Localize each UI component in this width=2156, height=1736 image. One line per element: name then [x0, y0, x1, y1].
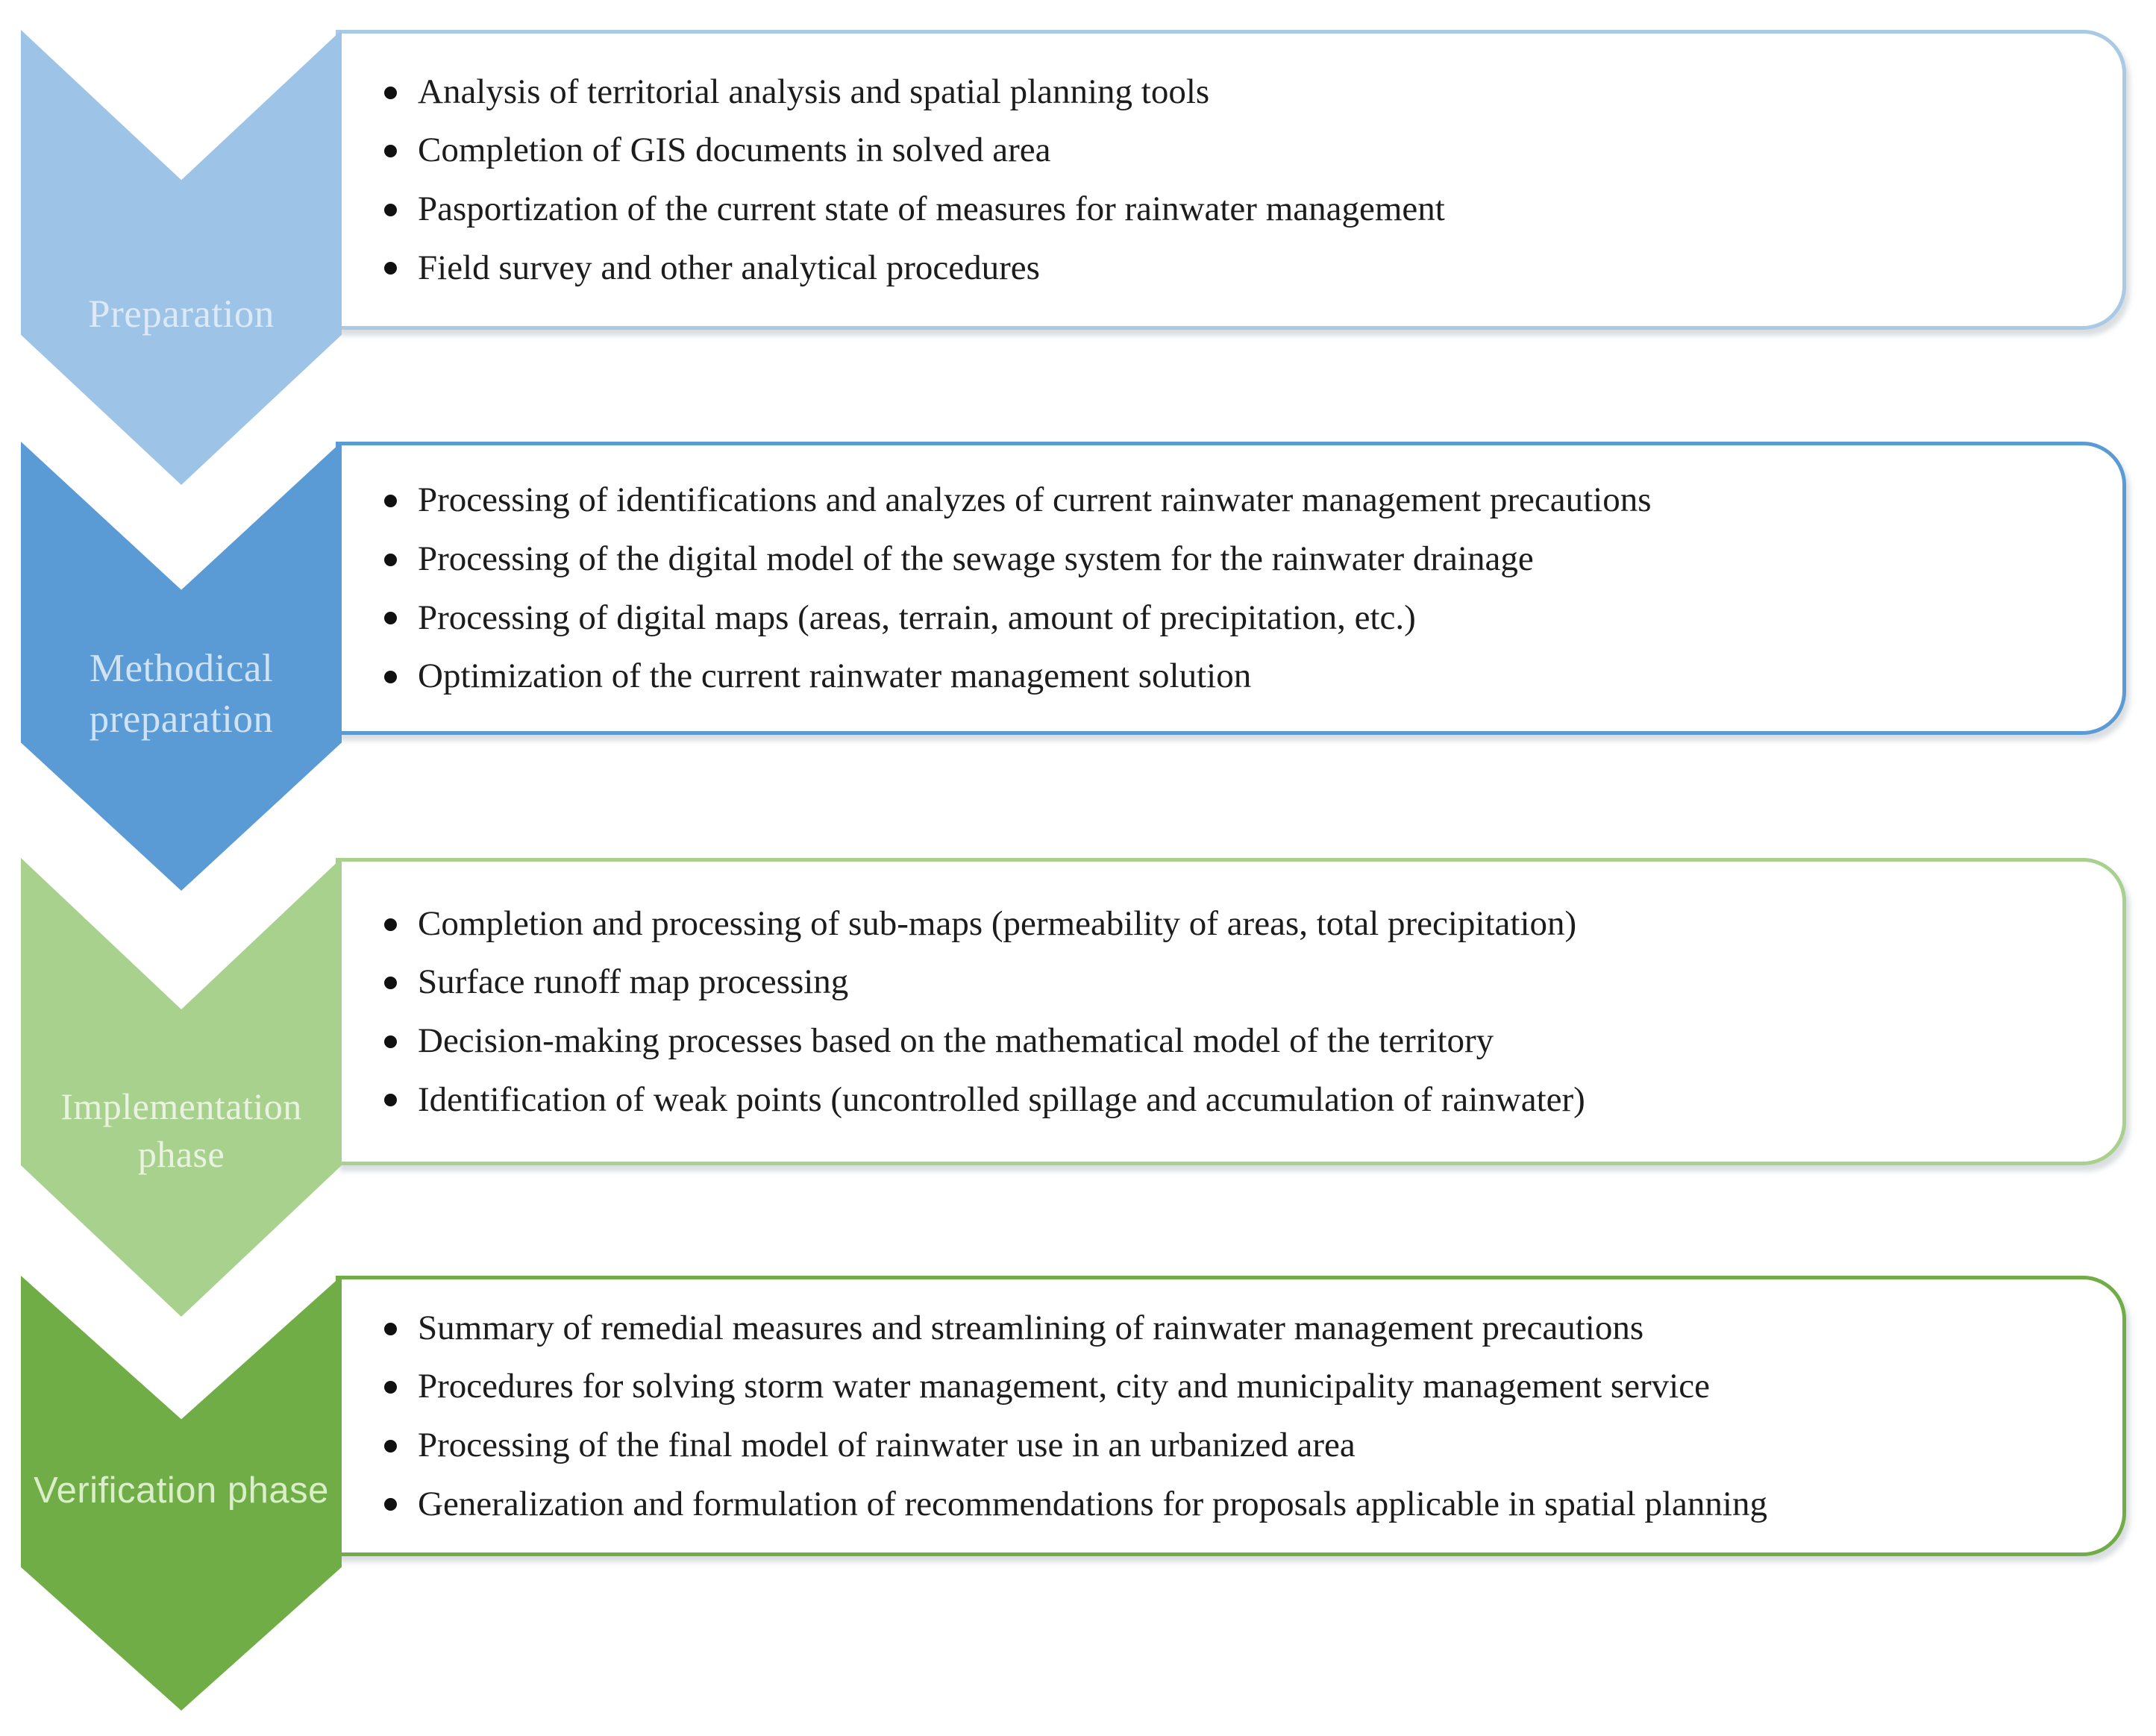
bullet-dot — [384, 977, 397, 990]
bullet-text: Identification of weak points (uncontrol… — [418, 1079, 1585, 1119]
bullet-text: Completion and processing of sub-maps (p… — [418, 903, 1577, 943]
chevron-preparation: Preparation — [21, 30, 342, 485]
bullet-dot — [384, 670, 397, 683]
bullet-item: Summary of remedial measures and streaml… — [384, 1308, 2070, 1349]
bullet-text: Generalization and formulation of recomm… — [418, 1484, 1767, 1523]
box-verification-phase: Summary of remedial measures and streaml… — [336, 1276, 2126, 1556]
chevron-implementation-phase: Implementation phase — [21, 858, 342, 1317]
bullet-dot — [384, 1322, 397, 1335]
bullet-item: Surface runoff map processing — [384, 962, 2070, 1003]
bullet-text: Processing of the final model of rainwat… — [418, 1426, 1356, 1464]
stage-label-implementation-phase: Implementation phase — [60, 1085, 302, 1176]
bullet-dot — [384, 86, 397, 99]
bullet-dot — [384, 262, 397, 275]
bullet-list-methodical-preparation: Processing of identifications and analyz… — [384, 480, 2070, 696]
stage-label-verification-phase: Verification phase — [34, 1470, 329, 1511]
stage-label-preparation: Preparation — [88, 292, 275, 336]
bullet-dot — [384, 1498, 397, 1511]
bullet-text: Analysis of territorial analysis and spa… — [418, 72, 1210, 111]
bullet-dot — [384, 1035, 397, 1048]
bullet-list-verification-phase: Summary of remedial measures and streaml… — [384, 1308, 2070, 1524]
bullet-text: Procedures for solving storm water manag… — [418, 1367, 1710, 1406]
box-preparation: Analysis of territorial analysis and spa… — [336, 30, 2126, 330]
bullet-dot — [384, 1439, 397, 1453]
bullet-item: Pasportization of the current state of m… — [384, 189, 2070, 230]
chevron-verification-phase: Verification phase — [21, 1276, 342, 1711]
bullet-dot — [384, 203, 397, 216]
bullet-text: Processing of digital maps (areas, terra… — [418, 598, 1416, 637]
bullet-item: Processing of the final model of rainwat… — [384, 1425, 2070, 1466]
bullet-text: Optimization of the current rainwater ma… — [418, 657, 1252, 696]
bullet-item: Processing of digital maps (areas, terra… — [384, 598, 2070, 639]
chevron-methodical-preparation: Methodical preparation — [21, 442, 342, 891]
bullet-item: Processing of the digital model of the s… — [384, 539, 2070, 580]
box-implementation-phase: Completion and processing of sub-maps (p… — [336, 858, 2126, 1165]
bullet-text: Summary of remedial measures and streaml… — [418, 1308, 1644, 1347]
bullet-dot — [384, 612, 397, 625]
bullet-item: Procedures for solving storm water manag… — [384, 1366, 2070, 1407]
bullet-text: Field survey and other analytical proced… — [418, 248, 1040, 287]
bullet-dot — [384, 145, 397, 158]
bullet-text: Surface runoff map processing — [418, 962, 849, 1002]
stage-label-methodical-preparation: Methodical preparation — [89, 646, 274, 741]
bullet-item: Decision-making processes based on the m… — [384, 1021, 2070, 1062]
bullet-item: Completion of GIS documents in solved ar… — [384, 130, 2070, 171]
bullet-dot — [384, 1094, 397, 1107]
bullet-dot — [384, 918, 397, 931]
bullet-text: Processing of identifications and analyz… — [418, 480, 1652, 520]
bullet-item: Analysis of territorial analysis and spa… — [384, 72, 2070, 113]
bullet-dot — [384, 553, 397, 566]
bullet-item: Identification of weak points (uncontrol… — [384, 1079, 2070, 1121]
bullet-text: Completion of GIS documents in solved ar… — [418, 131, 1051, 170]
bullet-text: Decision-making processes based on the m… — [418, 1021, 1494, 1060]
bullet-list-implementation-phase: Completion and processing of sub-maps (p… — [384, 903, 2070, 1120]
bullet-dot — [384, 1381, 397, 1394]
bullet-item: Completion and processing of sub-maps (p… — [384, 903, 2070, 944]
bullet-dot — [384, 495, 397, 508]
bullet-list-preparation: Analysis of territorial analysis and spa… — [384, 72, 2070, 288]
bullet-item: Processing of identifications and analyz… — [384, 480, 2070, 521]
box-methodical-preparation: Processing of identifications and analyz… — [336, 442, 2126, 735]
bullet-text: Processing of the digital model of the s… — [418, 539, 1534, 578]
bullet-text: Pasportization of the current state of m… — [418, 189, 1445, 228]
bullet-item: Field survey and other analytical proced… — [384, 248, 2070, 289]
bullet-item: Generalization and formulation of recomm… — [384, 1484, 2070, 1525]
bullet-item: Optimization of the current rainwater ma… — [384, 656, 2070, 697]
